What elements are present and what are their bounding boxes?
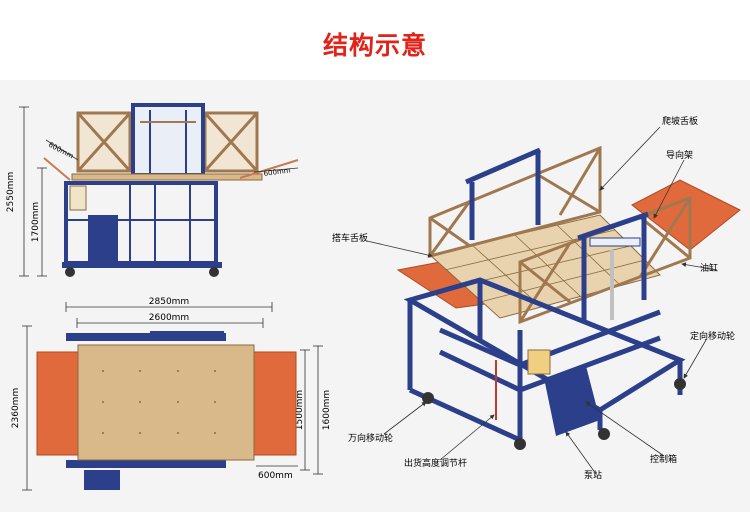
top-rail-lower (66, 460, 226, 490)
front-wheel-left (65, 267, 75, 277)
front-overall-height-label: 2550mm (6, 172, 16, 212)
callout-climbing-plate: 爬坡舌板 (662, 115, 698, 127)
front-pump-station (88, 215, 118, 263)
iso-swivel-wheel (422, 392, 434, 404)
top-overall-width-label: 2360mm (11, 388, 21, 428)
top-inner-length-label: 2600mm (149, 313, 189, 323)
top-left-extension (36, 351, 80, 456)
front-mast (131, 103, 205, 177)
callout-guide-frame: 导向架 (666, 149, 693, 161)
callout-ramp-plate: 搭车舌板 (332, 232, 368, 244)
front-right-wing (203, 111, 259, 173)
iso-pump-station (544, 366, 600, 436)
top-right-extension (253, 351, 297, 456)
front-dimension-lines (19, 106, 299, 277)
front-right-extension (239, 159, 299, 179)
front-wheel-right (209, 267, 219, 277)
callout-height-rod: 出货高度调节杆 (404, 457, 467, 469)
page-title: 结构示意 (322, 31, 427, 60)
front-left-wing (76, 111, 132, 173)
iso-wheel-mid (598, 428, 610, 440)
callout-fixed-wheel: 定向移动轮 (690, 330, 735, 342)
top-dimension-lines (22, 302, 323, 491)
iso-guide-plate (589, 237, 641, 247)
iso-front-mast (577, 211, 649, 320)
front-left-extension-label: 600mm (47, 141, 75, 161)
iso-right-extension (631, 179, 741, 251)
front-base-height-label: 1700mm (31, 202, 41, 242)
callout-control-box: 控制箱 (650, 453, 677, 465)
iso-fixed-wheel (674, 378, 686, 390)
top-deck (77, 344, 255, 461)
front-control-panel (69, 185, 87, 211)
callout-swivel-wheel: 万向移动轮 (348, 432, 393, 444)
iso-rear-mast (465, 147, 541, 240)
top-extension-label: 600mm (258, 471, 293, 481)
top-overall-length-label: 2850mm (149, 297, 189, 307)
callouts (366, 126, 718, 475)
front-left-extension (43, 157, 71, 181)
top-frame-width-label: 1600mm (322, 390, 332, 430)
front-view: 2550mm 1700mm 600mm 600mm (6, 103, 299, 277)
iso-wheel-front (514, 438, 526, 450)
top-rail-upper (66, 331, 226, 341)
iso-rear-truss (428, 145, 602, 258)
front-deck (71, 173, 263, 181)
top-view: 2850mm 2600mm 2360mm 1500mm 1600mm 600mm (11, 297, 332, 491)
iso-control-box (527, 349, 551, 375)
top-deck-dots (102, 370, 216, 434)
isometric-view (396, 145, 741, 450)
top-platform-width-label: 1500mm (295, 390, 305, 430)
front-base-rail (62, 262, 222, 268)
callout-pump-station: 泵站 (584, 469, 602, 481)
callout-oil-cylinder: 油缸 (700, 262, 718, 274)
front-right-extension-label: 600mm (263, 166, 291, 178)
